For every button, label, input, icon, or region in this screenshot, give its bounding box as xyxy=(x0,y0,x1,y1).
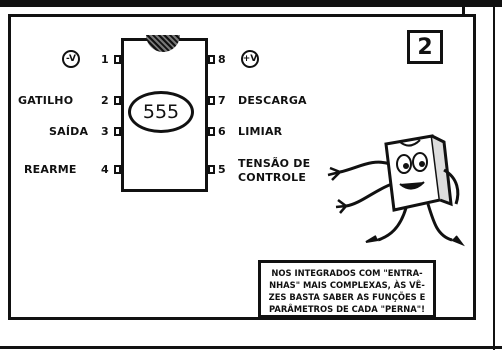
mascot-right-foot xyxy=(451,235,465,247)
pin-4-label: REARME xyxy=(24,163,77,176)
mascot-right-arm xyxy=(443,168,460,205)
pin-3-label: SAÍDA xyxy=(49,125,89,138)
mascot-left-foot xyxy=(365,235,379,243)
mascot-left-leg xyxy=(377,207,408,242)
pin-6-label: LIMIAR xyxy=(238,125,283,138)
note-line-1: NOS INTEGRADOS COM "ENTRA- xyxy=(271,268,423,278)
bottom-border xyxy=(0,346,502,349)
pin-2-number: 2 xyxy=(101,94,109,107)
pin-1-number: 1 xyxy=(101,53,109,66)
mascot-lower-arm xyxy=(345,182,393,208)
pin-6-number: 6 xyxy=(218,125,226,138)
pin-7-number: 7 xyxy=(218,94,226,107)
pin-7-label: DESCARGA xyxy=(238,94,307,107)
pin-2-label: GATILHO xyxy=(18,94,74,107)
mascot-left-arm xyxy=(339,160,391,174)
pin-3-number: 3 xyxy=(101,125,109,138)
pin-5-lead xyxy=(208,165,215,174)
pin-8-number: 8 xyxy=(218,53,226,66)
note-line-3: ZES BASTA SABER AS FUNÇÕES E xyxy=(268,292,426,302)
top-border-thin xyxy=(0,6,502,7)
pin-1-lead xyxy=(114,55,121,64)
pin-4-number: 4 xyxy=(101,163,109,176)
ic-part-label: 555 xyxy=(128,91,194,133)
pin-5-number: 5 xyxy=(218,163,226,176)
mascot-notch xyxy=(399,139,421,147)
mascot-mouth xyxy=(399,181,425,190)
mascot-body xyxy=(384,134,442,212)
right-border xyxy=(493,0,495,350)
pin-8-label-positive-supply: +V xyxy=(241,50,259,68)
mascot-left-hand xyxy=(327,166,341,181)
pin-5-label-line1: TENSÃO DE xyxy=(238,157,311,170)
note-line-4: PARÂMETROS DE CADA "PERNA"! xyxy=(269,304,425,314)
pin-2-lead xyxy=(114,96,121,105)
pin-5-label-line2: CONTROLE xyxy=(238,171,307,184)
pin-4-lead xyxy=(114,165,121,174)
ic-part-number: 555 xyxy=(142,101,180,123)
top-right-divider xyxy=(462,0,465,22)
figure-number: 2 xyxy=(407,30,443,64)
pin-3-lead xyxy=(114,127,121,136)
pin-1-label-negative-supply: -V xyxy=(62,50,80,68)
mascot-left-pupil xyxy=(403,163,409,169)
mascot-right-pupil xyxy=(419,161,425,167)
speech-note: NOS INTEGRADOS COM "ENTRA- NHAS" MAIS CO… xyxy=(258,260,436,318)
pin-7-lead xyxy=(208,96,215,105)
ic-mascot-illustration xyxy=(327,134,465,247)
pin-8-lead xyxy=(208,55,215,64)
mascot-right-leg xyxy=(426,203,453,242)
top-border xyxy=(0,0,502,6)
ic-notch xyxy=(146,35,180,52)
pin-6-lead xyxy=(208,127,215,136)
mascot-lower-hand xyxy=(335,199,347,214)
note-line-2: NHAS" MAIS COMPLEXAS, ÀS VÊ- xyxy=(269,280,425,290)
